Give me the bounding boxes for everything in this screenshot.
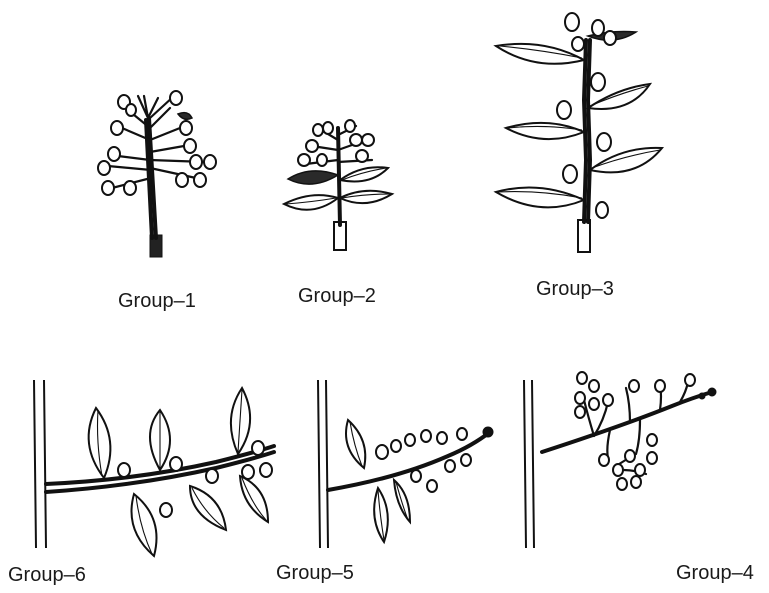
group-2-fruits bbox=[298, 120, 374, 166]
group-3-leaves bbox=[496, 32, 662, 208]
group-2-label: Group–2 bbox=[298, 285, 376, 308]
group-3-label: Group–3 bbox=[536, 278, 614, 301]
group-4-label: Group–4 bbox=[676, 562, 754, 585]
group-2-plant bbox=[284, 120, 392, 250]
group-5-label: Group–5 bbox=[276, 562, 354, 585]
group-6-label: Group–6 bbox=[8, 564, 86, 587]
group-1-fruits bbox=[98, 91, 216, 195]
group-3-plant bbox=[496, 13, 662, 252]
group-3-stem-base bbox=[578, 220, 590, 252]
group-6-plant bbox=[34, 380, 274, 556]
group-1-plant bbox=[98, 91, 216, 257]
group-1-leaf bbox=[178, 113, 192, 120]
group-1-label: Group–1 bbox=[118, 290, 196, 313]
group-5-plant bbox=[318, 380, 493, 548]
group-4-plant bbox=[524, 372, 716, 548]
